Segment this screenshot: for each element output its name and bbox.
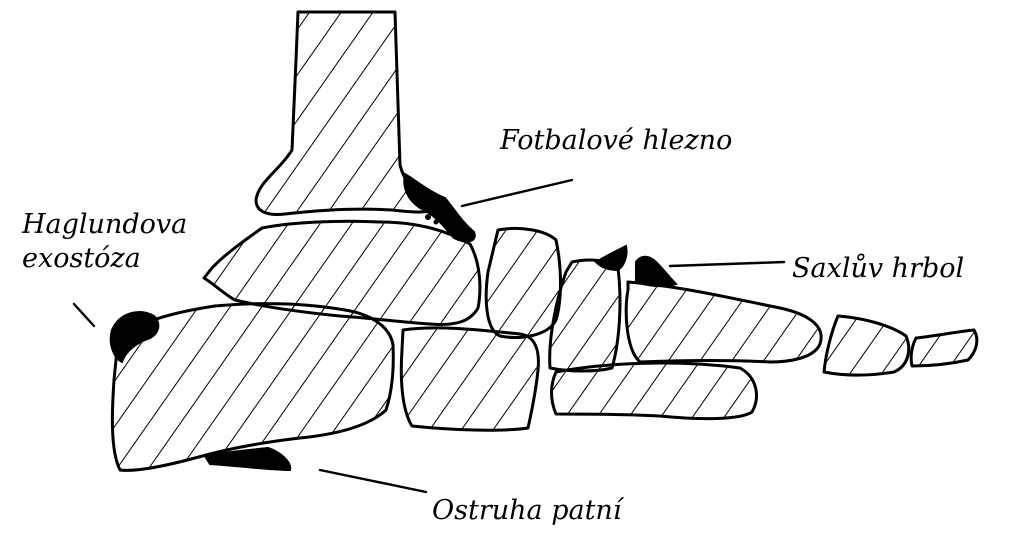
saxl-bump-mark-right [636,257,676,286]
saxl-leader-line [670,262,784,266]
cuboid-bone [401,328,538,430]
saxl-bump-mark-left [596,246,627,270]
ostruha-leader-line [320,470,426,492]
haglund-label-line2: exostóza [22,244,141,274]
phalanx-proximal-bone [824,316,909,375]
haglund-label-line1: Haglundova [22,210,187,240]
osteophyte-dot [431,203,438,210]
saxl-label: Saxlův hrbol [792,254,964,284]
osteophyte-dot [425,214,431,220]
osteophyte-dot [434,220,439,225]
metatarsal-lower-bone [552,363,757,419]
metatarsal-upper-bone [626,282,821,362]
fotbal-label: Fotbalové hlezno [500,126,732,156]
ostruha-label: Ostruha patní [432,496,621,526]
haglund-leader-line [74,304,94,326]
osteophyte-dot [439,211,445,217]
phalanx-distal-bone [911,330,977,366]
fotbal-leader-line [462,180,572,206]
navicular-bone [486,228,560,337]
